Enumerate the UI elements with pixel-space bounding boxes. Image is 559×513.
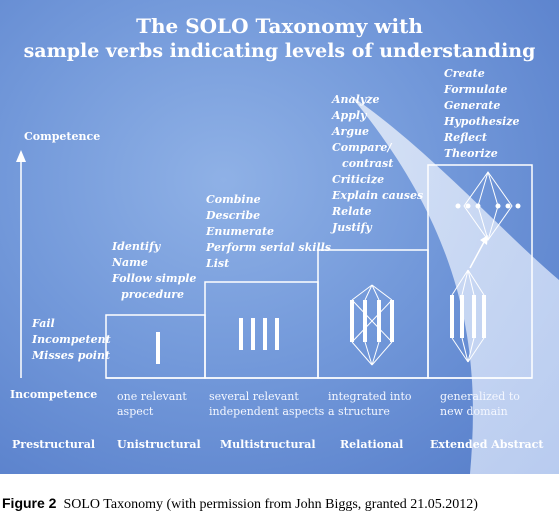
verb: Name bbox=[112, 256, 148, 269]
figure-caption: Figure 2 SOLO Taxonomy (with permission … bbox=[2, 495, 478, 513]
verb: Compare/ bbox=[332, 141, 392, 154]
relational-bars bbox=[350, 300, 394, 342]
incompetence-label: Incompetence bbox=[10, 388, 98, 401]
verb: Fail bbox=[32, 317, 55, 330]
generalize-arrow bbox=[469, 241, 485, 269]
level-multistructural: Multistructural bbox=[220, 438, 316, 451]
verb: Create bbox=[444, 67, 485, 80]
verb: List bbox=[206, 257, 230, 270]
verb: Combine bbox=[206, 193, 261, 206]
light-beam bbox=[350, 95, 559, 474]
verb: Relate bbox=[332, 205, 372, 218]
verb: Formulate bbox=[444, 83, 508, 96]
verb: Argue bbox=[332, 125, 370, 138]
extended-bars bbox=[450, 295, 486, 338]
verb: Reflect bbox=[444, 131, 487, 144]
verb: Identify bbox=[112, 240, 161, 253]
competence-label: Competence bbox=[24, 130, 101, 143]
verb: Apply bbox=[332, 109, 367, 122]
caption-text: SOLO Taxonomy (with permission from John… bbox=[63, 497, 478, 512]
verbs-relational: Analyze Apply Argue Compare/ contrast Cr… bbox=[332, 92, 423, 236]
step-extended-abstract bbox=[427, 164, 533, 379]
verb: procedure bbox=[121, 288, 185, 301]
verb: Incompetent bbox=[32, 333, 111, 346]
integrated-structure-icon bbox=[351, 284, 393, 366]
verbs-extended-abstract: Create Formulate Generate Hypothesize Re… bbox=[444, 66, 520, 162]
verb: contrast bbox=[342, 157, 394, 170]
verb: Follow simple bbox=[112, 272, 197, 285]
level-relational: Relational bbox=[340, 438, 404, 451]
diagram-graphics bbox=[16, 95, 559, 474]
desc-relational: integrated into a structure bbox=[328, 390, 412, 418]
step-relational bbox=[317, 249, 429, 379]
step-multistructural bbox=[204, 281, 319, 379]
verb: Hypothesize bbox=[444, 115, 520, 128]
verbs-unistructural: Identify Name Follow simple procedure bbox=[112, 239, 196, 303]
desc-unistructural: one relevant aspect bbox=[117, 390, 187, 418]
single-bar-icon bbox=[156, 332, 160, 364]
step-unistructural bbox=[105, 314, 206, 379]
verbs-multistructural: Combine Describe Enumerate Perform seria… bbox=[206, 192, 331, 272]
caption-label: Figure 2 bbox=[2, 495, 57, 511]
verbs-prestructural: Fail Incompetent Misses point bbox=[32, 316, 111, 364]
verb: Misses point bbox=[32, 349, 111, 362]
verb: Analyze bbox=[332, 93, 380, 106]
verb: Explain causes bbox=[332, 189, 424, 202]
verb: Perform serial skills bbox=[206, 241, 331, 254]
level-unistructural: Unistructural bbox=[117, 438, 201, 451]
axis-arrowhead bbox=[16, 150, 26, 162]
verb: Theorize bbox=[444, 147, 498, 160]
extended-structure-icon bbox=[451, 269, 485, 363]
new-domain-dots bbox=[455, 203, 521, 209]
verb: Justify bbox=[332, 221, 372, 234]
title-line-1: The SOLO Taxonomy with bbox=[136, 14, 423, 38]
verb: Describe bbox=[206, 209, 261, 222]
verb: Criticize bbox=[332, 173, 385, 186]
desc-multistructural: several relevant independent aspects bbox=[209, 390, 325, 418]
four-bars-icon bbox=[239, 318, 279, 350]
level-extended-abstract: Extended Abstract bbox=[430, 438, 544, 451]
new-domain-icon bbox=[463, 171, 513, 241]
verb: Enumerate bbox=[206, 225, 275, 238]
verb: Generate bbox=[444, 99, 501, 112]
solo-taxonomy-slide: The SOLO Taxonomy with sample verbs indi… bbox=[0, 0, 559, 474]
level-prestructural: Prestructural bbox=[12, 438, 96, 451]
title-line-2: sample verbs indicating levels of unders… bbox=[23, 40, 536, 62]
desc-extended-abstract: generalized to new domain bbox=[440, 390, 520, 418]
